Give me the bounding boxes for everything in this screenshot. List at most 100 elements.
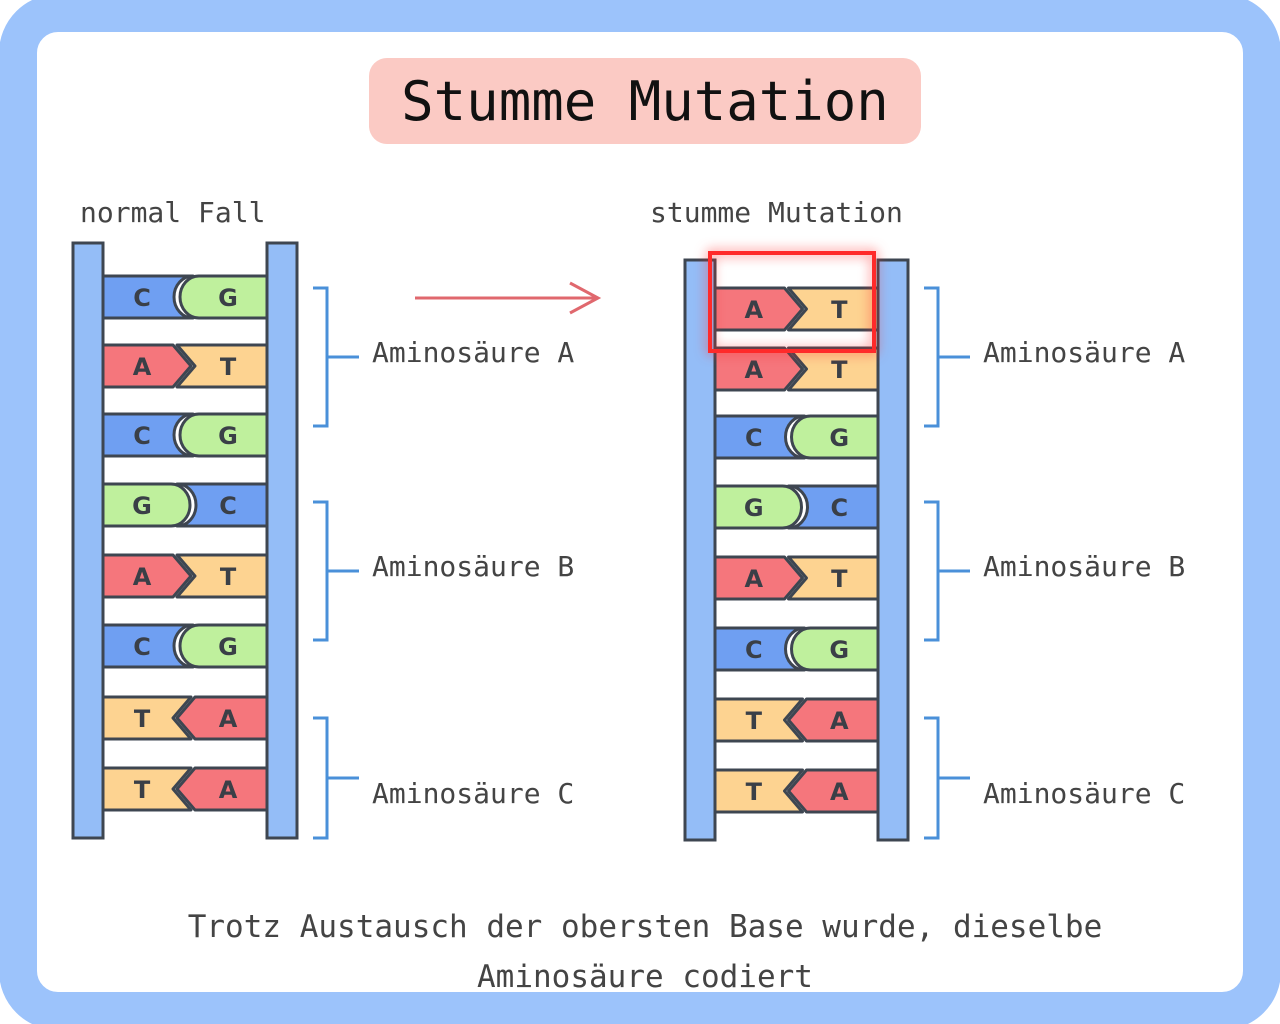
left-base-2-left xyxy=(101,343,193,389)
right-base-1-right xyxy=(787,286,880,332)
right-group-label-c: Aminosäure C xyxy=(983,777,1186,810)
right-base-8-left-letter: T xyxy=(746,778,763,806)
left-base-2-left-letter: A xyxy=(133,353,152,381)
right-base-2-right-letter: T xyxy=(831,356,848,384)
left-base-5-right xyxy=(175,553,269,599)
right-base-3-right-letter: G xyxy=(829,424,849,452)
transition-arrow xyxy=(415,281,602,315)
left-backbone-left xyxy=(71,241,105,840)
left-group-label-b: Aminosäure B xyxy=(372,550,575,583)
left-base-4-right xyxy=(175,482,269,528)
left-base-8-right xyxy=(175,766,269,812)
right-base-6-left xyxy=(713,626,806,672)
left-base-1-left xyxy=(101,274,195,320)
amino-acid-brackets xyxy=(313,286,970,840)
left-bracket-b xyxy=(313,500,359,642)
right-base-6-left-letter: C xyxy=(745,636,763,664)
right-base-1-left-letter: A xyxy=(744,296,763,324)
right-base-4-right xyxy=(787,484,880,530)
right-base-2-left-letter: A xyxy=(744,356,763,384)
mutation-highlight-box xyxy=(708,251,876,353)
left-base-8-right-letter: A xyxy=(219,776,238,804)
right-base-5-left-letter: A xyxy=(744,565,763,593)
left-base-6-left-letter: C xyxy=(133,633,151,661)
left-bracket-a xyxy=(313,286,359,428)
right-base-7-left-letter: T xyxy=(746,707,763,735)
right-bracket-c xyxy=(924,716,970,840)
left-base-4-right-letter: C xyxy=(219,492,237,520)
page-title: Stumme Mutation xyxy=(369,58,921,144)
left-base-5-left xyxy=(101,553,193,599)
right-base-8-left xyxy=(713,768,804,814)
right-base-3-left xyxy=(713,414,806,460)
left-base-2-right xyxy=(175,343,269,389)
right-base-6-right-letter: G xyxy=(829,636,849,664)
left-base-4-left-letter: G xyxy=(132,492,152,520)
left-group-label-c: Aminosäure C xyxy=(372,777,575,810)
right-base-2-right xyxy=(787,346,880,392)
left-base-3-right-letter: G xyxy=(218,422,238,450)
left-base-5-right-letter: T xyxy=(220,563,237,591)
left-bracket-c xyxy=(313,716,359,840)
right-base-5-right-letter: T xyxy=(831,565,848,593)
left-base-8-left xyxy=(101,766,193,812)
right-bracket-b xyxy=(924,500,970,642)
left-heading: normal Fall xyxy=(80,196,266,229)
left-base-6-right xyxy=(178,623,269,669)
right-base-3-right xyxy=(790,414,880,460)
right-base-1-left xyxy=(713,286,804,332)
caption: Trotz Austausch der obersten Base wurde,… xyxy=(187,909,1103,995)
right-base-8-right-letter: A xyxy=(830,778,849,806)
left-base-1-right-letter: G xyxy=(218,284,238,312)
right-backbone-left xyxy=(683,258,717,842)
right-base-4-right-letter: C xyxy=(830,494,848,522)
left-base-3-right xyxy=(178,412,269,458)
right-base-1-right-letter: T xyxy=(831,296,848,324)
right-base-8-right xyxy=(787,768,880,814)
right-base-3-left-letter: C xyxy=(745,424,763,452)
right-heading: stumme Mutation xyxy=(650,196,903,229)
left-base-7-right xyxy=(175,695,269,741)
right-base-2-left xyxy=(713,346,804,392)
left-backbone-right xyxy=(265,241,299,840)
left-base-6-right-letter: G xyxy=(218,633,238,661)
right-base-5-left xyxy=(713,555,804,601)
right-group-label-a: Aminosäure A xyxy=(983,336,1186,369)
right-base-7-right xyxy=(787,697,880,743)
right-base-5-right xyxy=(787,555,880,601)
right-base-6-right xyxy=(790,626,880,672)
left-base-2-right-letter: T xyxy=(220,353,237,381)
left-base-3-left xyxy=(101,412,195,458)
right-backbone-right xyxy=(876,258,910,842)
right-base-7-right-letter: A xyxy=(830,707,849,735)
left-base-5-left-letter: A xyxy=(133,563,152,591)
left-base-6-left xyxy=(101,623,195,669)
left-group-label-a: Aminosäure A xyxy=(372,336,575,369)
left-base-1-right xyxy=(178,274,269,320)
left-base-1-left-letter: C xyxy=(133,284,151,312)
left-base-3-left-letter: C xyxy=(133,422,151,450)
left-base-8-left-letter: T xyxy=(134,776,151,804)
left-base-7-left xyxy=(101,695,193,741)
right-base-7-left xyxy=(713,697,804,743)
right-group-label-b: Aminosäure B xyxy=(983,550,1186,583)
left-base-7-right-letter: A xyxy=(219,705,238,733)
